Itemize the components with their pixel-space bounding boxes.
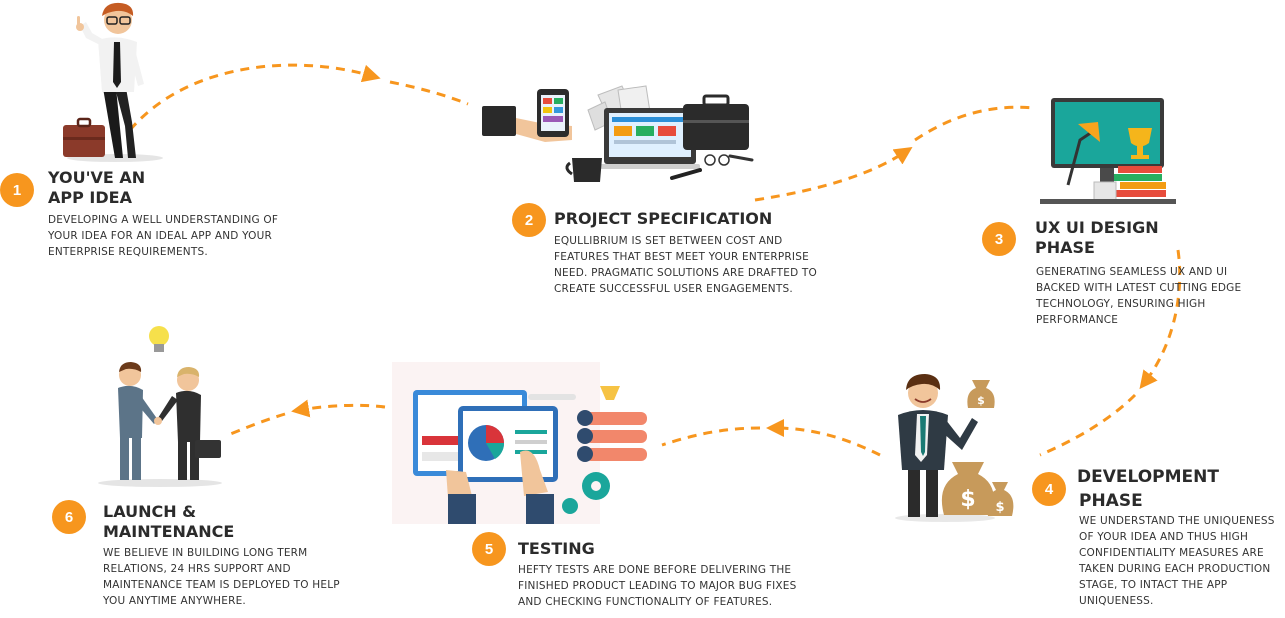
step-5-badge: 5: [472, 532, 506, 566]
step-2-title-line1: PROJECT SPECIFICATION: [554, 209, 773, 228]
step-4-title-line1: DEVELOPMENT: [1077, 467, 1219, 487]
svg-text:$: $: [995, 500, 1004, 515]
step-5-title-line1: TESTING: [518, 539, 595, 558]
step-6-badge: 6: [52, 500, 86, 534]
connector-1-2: [128, 63, 381, 131]
step-2-description: EQULLIBRIUM IS SET BETWEEN COST AND FEAT…: [554, 235, 817, 295]
step-3-title: UX UI DESIGN PHASE: [1035, 218, 1159, 258]
connector-5-6b: [227, 412, 286, 437]
design-monitor-icon: [1040, 98, 1176, 204]
step-1-title: YOU'VE AN APP IDEA: [48, 168, 145, 208]
step-5-description: HEFTY TESTS ARE DONE BEFORE DELIVERING T…: [518, 564, 797, 608]
step-6-title: LAUNCH & MAINTENANCE: [103, 502, 234, 542]
step-1-title-line2: APP IDEA: [48, 188, 132, 207]
connector-4-5: [766, 419, 881, 457]
step-6-title-line2: MAINTENANCE: [103, 522, 235, 541]
workspace-devices-icon: [482, 85, 754, 182]
step-5-title: TESTING: [518, 539, 595, 559]
connector-2-3b: [914, 105, 1036, 142]
testing-dashboard-icon: [392, 362, 647, 524]
businessman-money-bags-icon: $ $ $: [895, 374, 1014, 522]
businessman-with-idea-icon: [63, 2, 163, 162]
step-1-title-line1: YOU'VE AN: [48, 168, 146, 187]
svg-text:$: $: [977, 394, 985, 407]
step-4-title: DEVELOPMENT PHASE: [1077, 465, 1219, 513]
step-1-badge: 1: [0, 173, 34, 207]
connector-5-6: [291, 399, 386, 418]
step-6-title-line1: LAUNCH &: [103, 502, 197, 521]
connector-4-5b: [661, 426, 761, 447]
step-3-description: GENERATING SEAMLESS UX AND UI BACKED WIT…: [1036, 266, 1242, 326]
step-2-title: PROJECT SPECIFICATION: [554, 209, 772, 229]
handshake-icon: [98, 326, 222, 487]
step-4-badge: 4: [1032, 472, 1066, 506]
step-3-badge: 3: [982, 222, 1016, 256]
step-4-description: WE UNDERSTAND THE UNIQUENESS OF YOUR IDE…: [1079, 515, 1275, 607]
step-1-description: DEVELOPING A WELL UNDERSTANDING OF YOUR …: [48, 214, 279, 258]
step-6-description: WE BELIEVE IN BUILDING LONG TERM RELATIO…: [103, 547, 340, 607]
flow-connectors: [128, 63, 1182, 457]
step-3-title-line2: PHASE: [1035, 238, 1095, 257]
svg-text:$: $: [960, 487, 975, 512]
connector-3-4: [1139, 249, 1182, 390]
step-2-badge: 2: [512, 203, 546, 237]
connector-1-2b: [389, 80, 469, 106]
connector-2-3: [754, 147, 913, 202]
step-3-title-line1: UX UI DESIGN: [1035, 218, 1159, 237]
connector-3-4b: [1039, 393, 1137, 457]
step-4-title-line2: PHASE: [1079, 491, 1143, 511]
